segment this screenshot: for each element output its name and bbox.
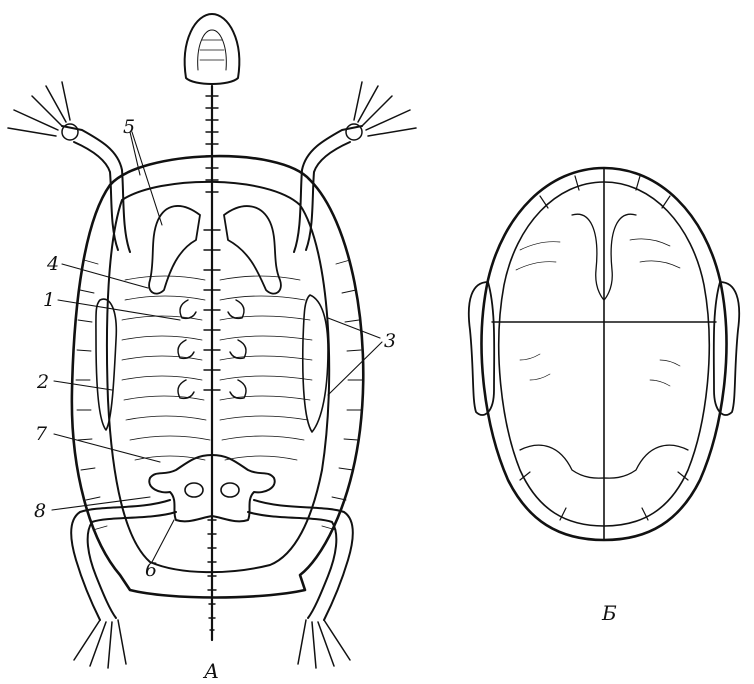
- shoulder-girdle-left: [149, 206, 200, 294]
- label-1: 1: [43, 289, 55, 311]
- forelimb-right: [294, 126, 362, 252]
- caption-panel-a: А: [202, 659, 219, 683]
- panel-a-skeleton: [8, 14, 416, 668]
- forelimb-left: [62, 126, 130, 252]
- panel-b-plastron: [469, 168, 739, 540]
- label-2: 2: [36, 371, 49, 393]
- skull: [185, 14, 240, 84]
- label-8: 8: [34, 500, 46, 522]
- label-3: 3: [384, 330, 396, 352]
- label-6: 6: [145, 559, 157, 581]
- label-5: 5: [123, 116, 135, 138]
- caption-panel-b: Б: [601, 601, 617, 625]
- rib-hatching: [122, 276, 312, 460]
- label-7: 7: [35, 423, 48, 445]
- lateral-plate-right: [303, 295, 328, 432]
- label-4: 4: [46, 253, 59, 275]
- shoulder-girdle-right: [224, 206, 281, 294]
